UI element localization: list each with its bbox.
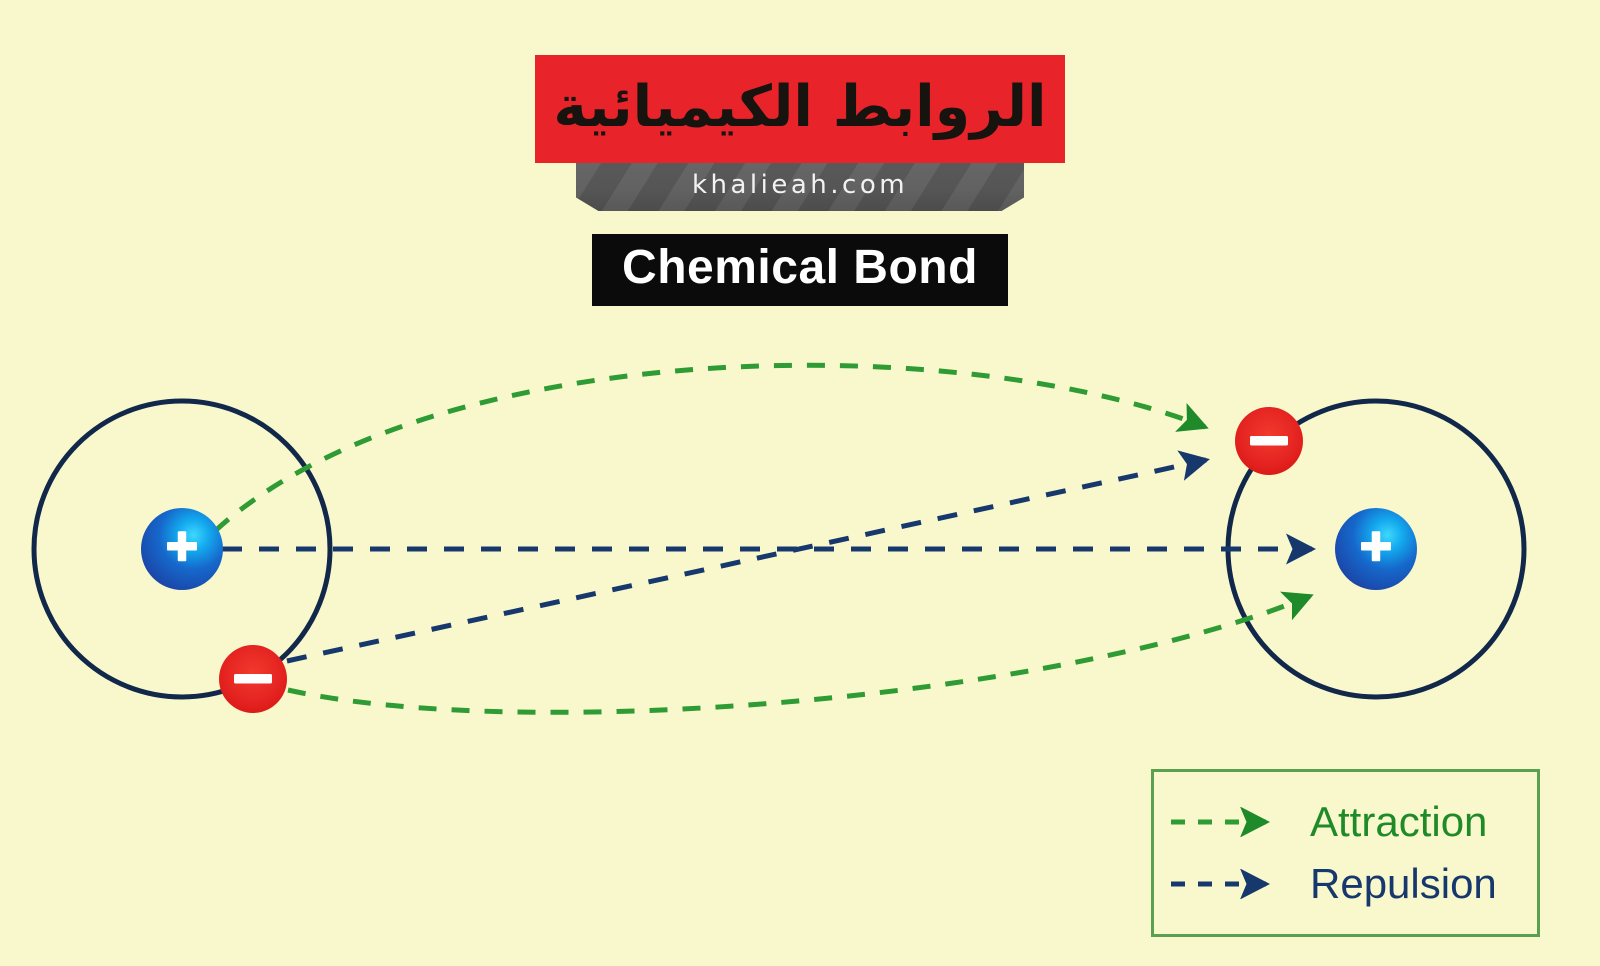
subtitle-badge: Chemical Bond (592, 234, 1008, 306)
attraction-arrow-left-electron-to-right-nucleus (287, 591, 1314, 715)
force-legend: Attraction Repulsion (1151, 769, 1540, 937)
title-banner: الروابط الكيميائية (535, 55, 1065, 163)
left-atom-electron (219, 645, 287, 713)
legend-label-repulsion: Repulsion (1310, 860, 1497, 907)
site-name-label: khalieah.com (691, 170, 909, 200)
left-atom-nucleus (141, 508, 223, 590)
attraction-arrow-left-nucleus-to-right-electron (213, 362, 1209, 533)
legend-item-repulsion: Repulsion (1168, 853, 1537, 915)
header-block: الروابط الكيميائية khalieah.com Chemical… (0, 55, 1600, 306)
site-ribbon-shape: khalieah.com (576, 163, 1024, 211)
legend-label-attraction: Attraction (1310, 798, 1488, 845)
subtitle-label: Chemical Bond (622, 241, 978, 294)
title-arabic: الروابط الكيميائية (553, 73, 1047, 140)
left-atom-orbit (31, 398, 333, 700)
legend-item-attraction: Attraction (1168, 791, 1537, 853)
repulsion-arrow-electron-to-electron (286, 450, 1210, 664)
site-ribbon: khalieah.com (576, 163, 1024, 211)
dashed-arrow-icon (1171, 869, 1271, 899)
right-atom-nucleus (1335, 508, 1417, 590)
right-atom-electron (1235, 407, 1303, 475)
dashed-arrow-icon (1171, 807, 1271, 837)
